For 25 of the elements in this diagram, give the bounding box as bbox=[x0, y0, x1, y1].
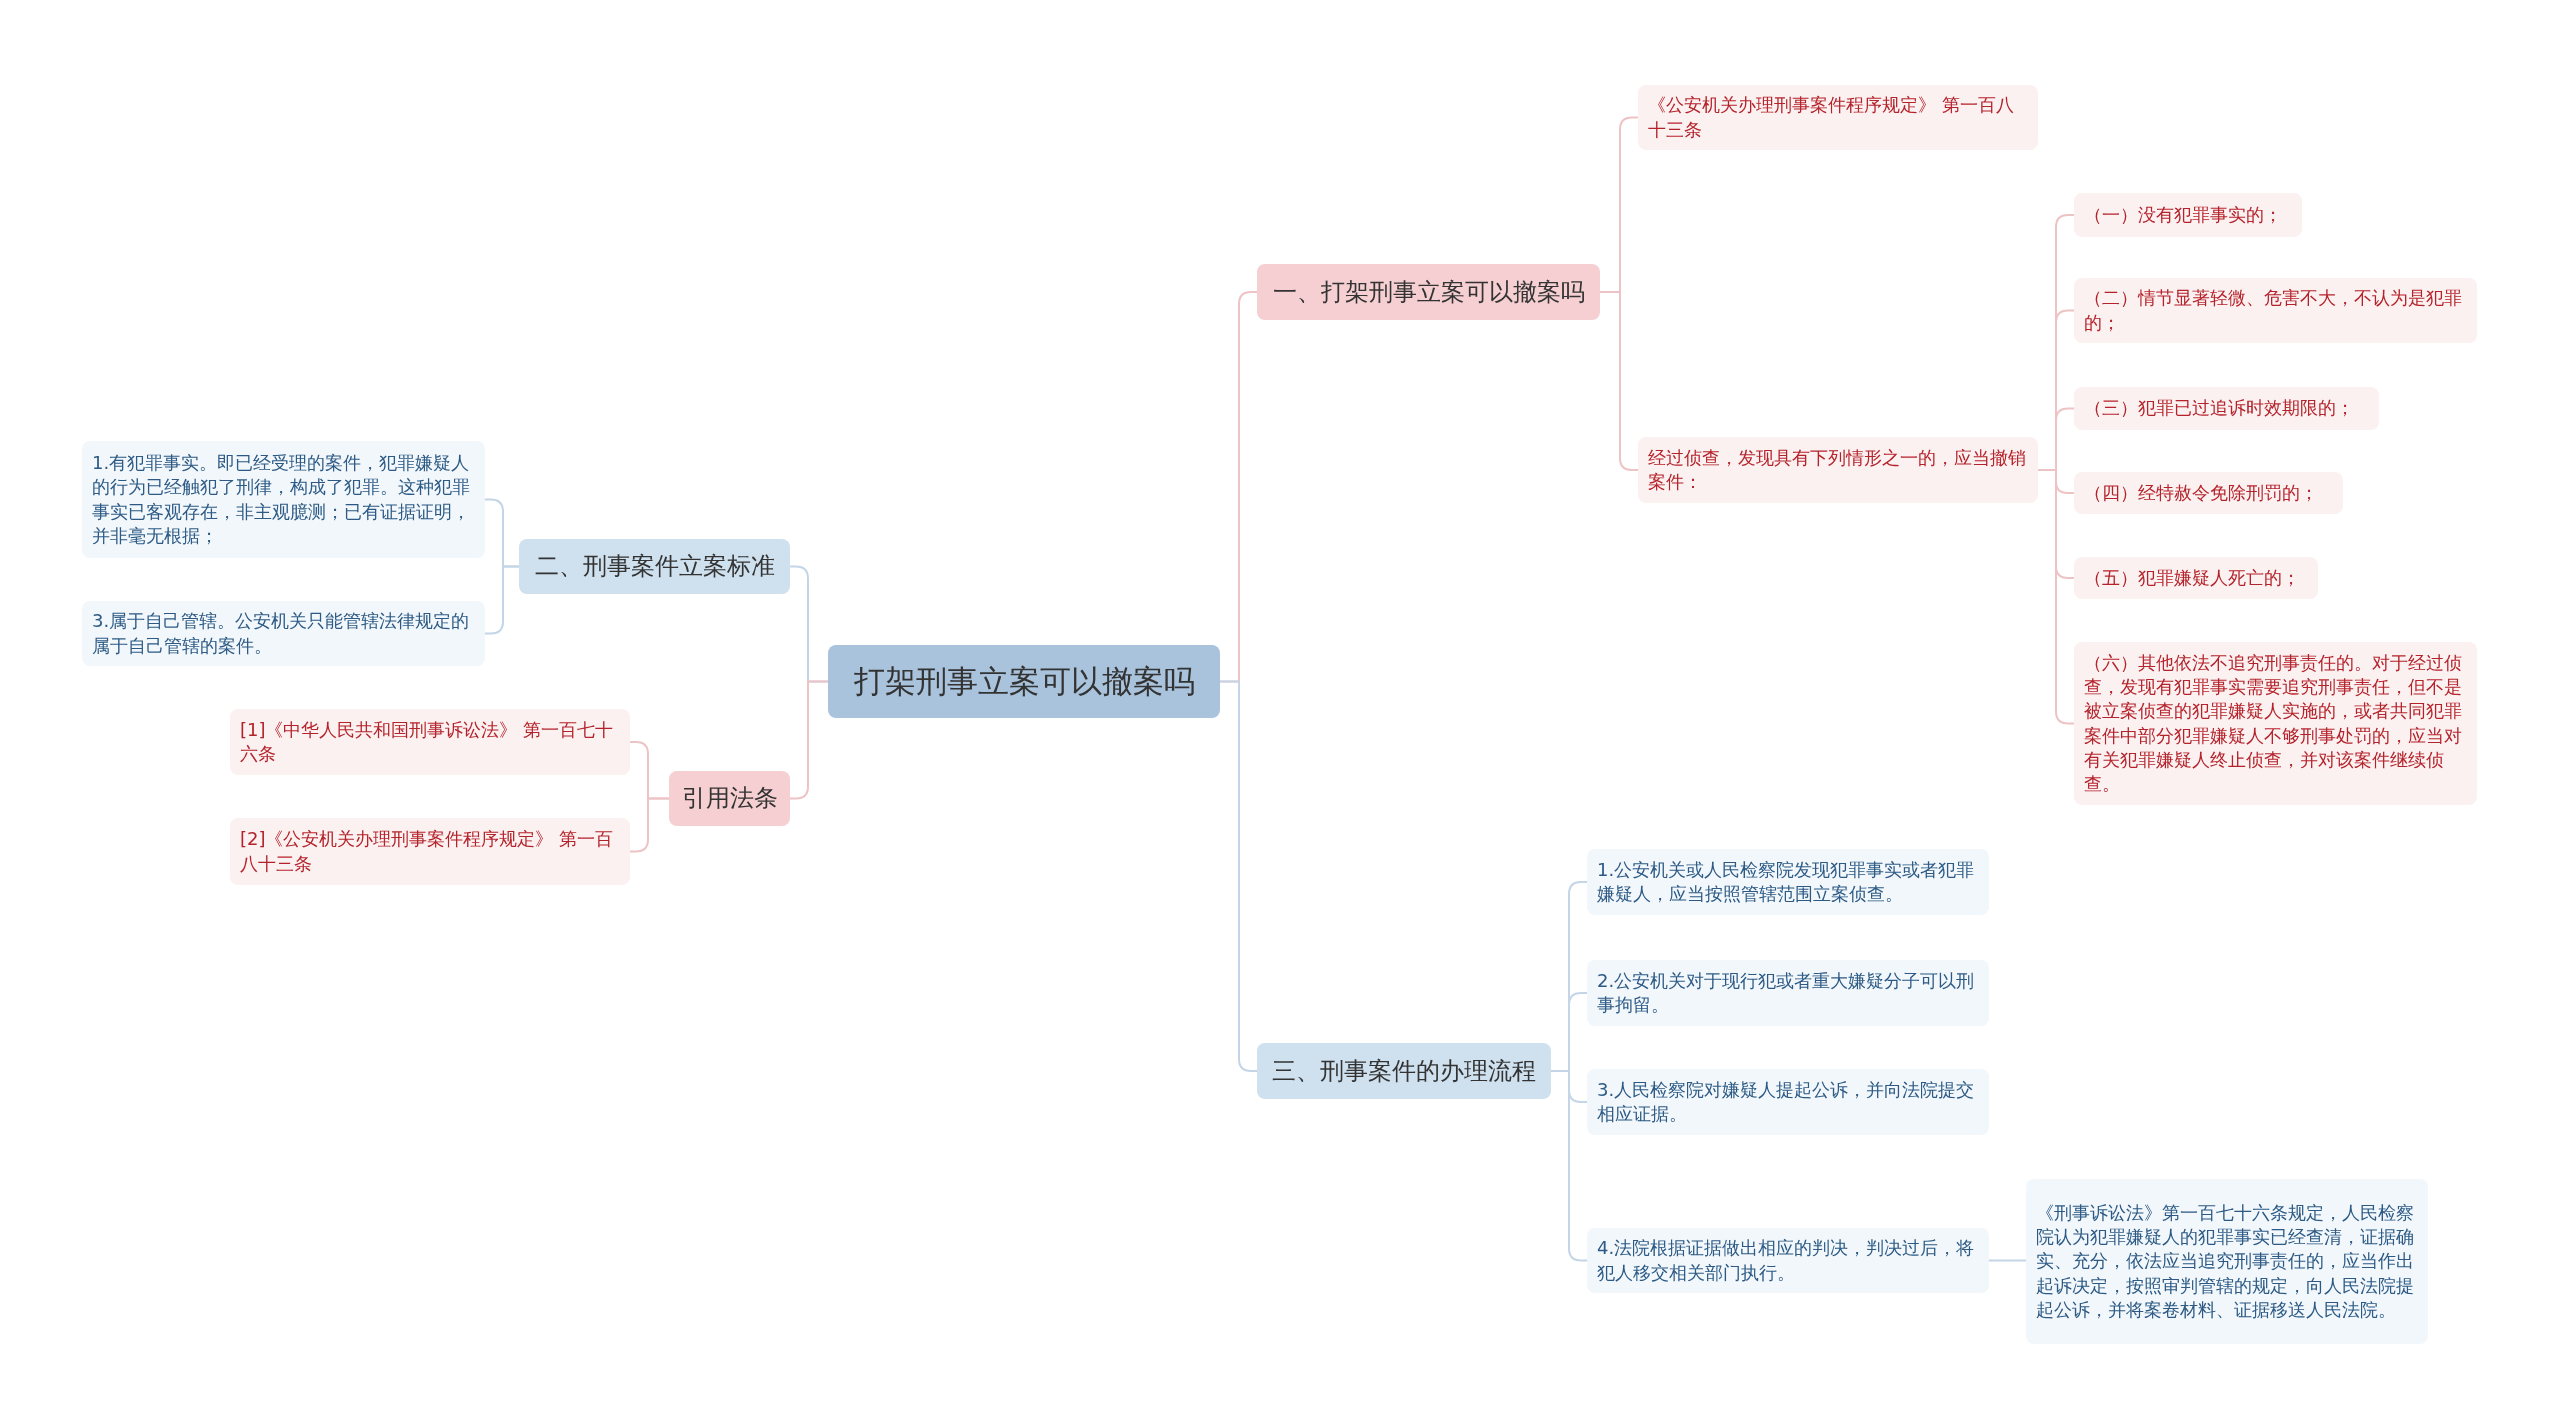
subtopic-box: 2.公安机关对于现行犯或者重大嫌疑分子可以刑事拘留。 bbox=[1587, 960, 1989, 1026]
subtopic-box: 3.属于自己管辖。公安机关只能管辖法律规定的属于自己管辖的案件。 bbox=[82, 601, 485, 666]
subtopic-box: （六）其他依法不追究刑事责任的。对于经过侦查，发现有犯罪事实需要追究刑事责任，但不是被立案侦查的犯罪嫌疑人实施的，或者共同犯罪案件中部分犯罪嫌疑人不够刑事处罚的，应当对有关犯罪嫌疑人终止侦查，并对该案件继续侦查。 bbox=[2074, 642, 2477, 805]
central-topic-box: 打架刑事立案可以撤案吗 bbox=[828, 645, 1220, 718]
branch-topic-box: 二、刑事案件立案标准 bbox=[519, 539, 790, 594]
subtopic-box: （四）经特赦令免除刑罚的； bbox=[2074, 472, 2343, 514]
subtopic-box: 4.法院根据证据做出相应的判决，判决过后，将犯人移交相关部门执行。 bbox=[1587, 1228, 1989, 1293]
subtopic-box: （三）犯罪已过追诉时效期限的； bbox=[2074, 387, 2379, 430]
subtopic-box: [1]《中华人民共和国刑事诉讼法》 第一百七十六条 bbox=[230, 709, 630, 775]
connector-line bbox=[629, 797, 670, 853]
connector-line bbox=[1988, 1259, 2027, 1262]
subtopic-box: （二）情节显著轻微、危害不大，不认为是犯罪的； bbox=[2074, 278, 2477, 343]
branch-topic-box: 三、刑事案件的办理流程 bbox=[1257, 1043, 1551, 1099]
subtopic-box: （五）犯罪嫌疑人死亡的； bbox=[2074, 557, 2318, 599]
branch-topic-box: 一、打架刑事立案可以撤案吗 bbox=[1257, 264, 1600, 320]
subtopic-box: （一）没有犯罪事实的； bbox=[2074, 193, 2302, 237]
connector-line bbox=[2037, 469, 2075, 725]
subtopic-box: 1.公安机关或人民检察院发现犯罪事实或者犯罪嫌疑人，应当按照管辖范围立案侦查。 bbox=[1587, 849, 1989, 915]
subtopic-box: [2]《公安机关办理刑事案件程序规定》 第一百八十三条 bbox=[230, 818, 630, 885]
subtopic-box: 3.人民检察院对嫌疑人提起公诉，并向法院提交相应证据。 bbox=[1587, 1069, 1989, 1135]
subtopic-box: 经过侦查，发现具有下列情形之一的，应当撤销案件： bbox=[1638, 437, 2038, 503]
branch-topic-box: 引用法条 bbox=[669, 771, 790, 826]
subtopic-box: 《公安机关办理刑事案件程序规定》 第一百八十三条 bbox=[1638, 85, 2038, 150]
subtopic-box: 1.有犯罪事实。即已经受理的案件，犯罪嫌疑人的行为已经触犯了刑律，构成了犯罪。这种犯罪事实已客观存在，非主观臆测；已有证据证明，并非毫无根据； bbox=[82, 441, 485, 558]
subtopic-box: 《刑事诉讼法》第一百七十六条规定，人民检察院认为犯罪嫌疑人的犯罪事实已经查清，证据确实、充分，依法应当追究刑事责任的，应当作出起诉决定，按照审判管辖的规定，向人民法院提起公诉，并将案卷材料、证据移送人民法院。 bbox=[2026, 1179, 2428, 1344]
